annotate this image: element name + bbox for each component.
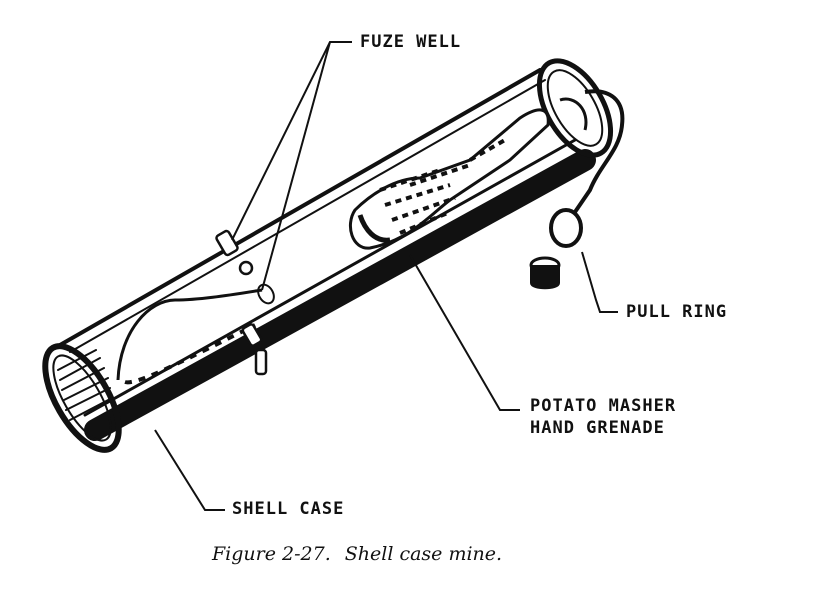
potato-masher-grenade xyxy=(349,108,550,250)
pull-ring-assembly xyxy=(549,89,625,248)
potato-masher-label-line2: HAND GRENADE xyxy=(530,418,665,438)
shell-case-label: SHELL CASE xyxy=(232,499,345,519)
fuze-well-loop xyxy=(116,283,275,385)
potato-masher-label: POTATO MASHER HAND GRENADE xyxy=(530,395,676,439)
fuze-cap xyxy=(529,256,561,290)
pull-ring-label: PULL RING xyxy=(626,302,728,322)
leader-lines xyxy=(154,41,618,511)
figure-number: Figure 2-27. xyxy=(212,543,331,565)
potato-masher-label-line1: POTATO MASHER xyxy=(530,396,677,416)
figure-title: Shell case mine. xyxy=(344,543,503,565)
fuze-well-label: FUZE WELL xyxy=(360,32,462,52)
case-pins xyxy=(215,229,268,376)
figure-caption: Figure 2-27. Shell case mine. xyxy=(212,543,502,565)
